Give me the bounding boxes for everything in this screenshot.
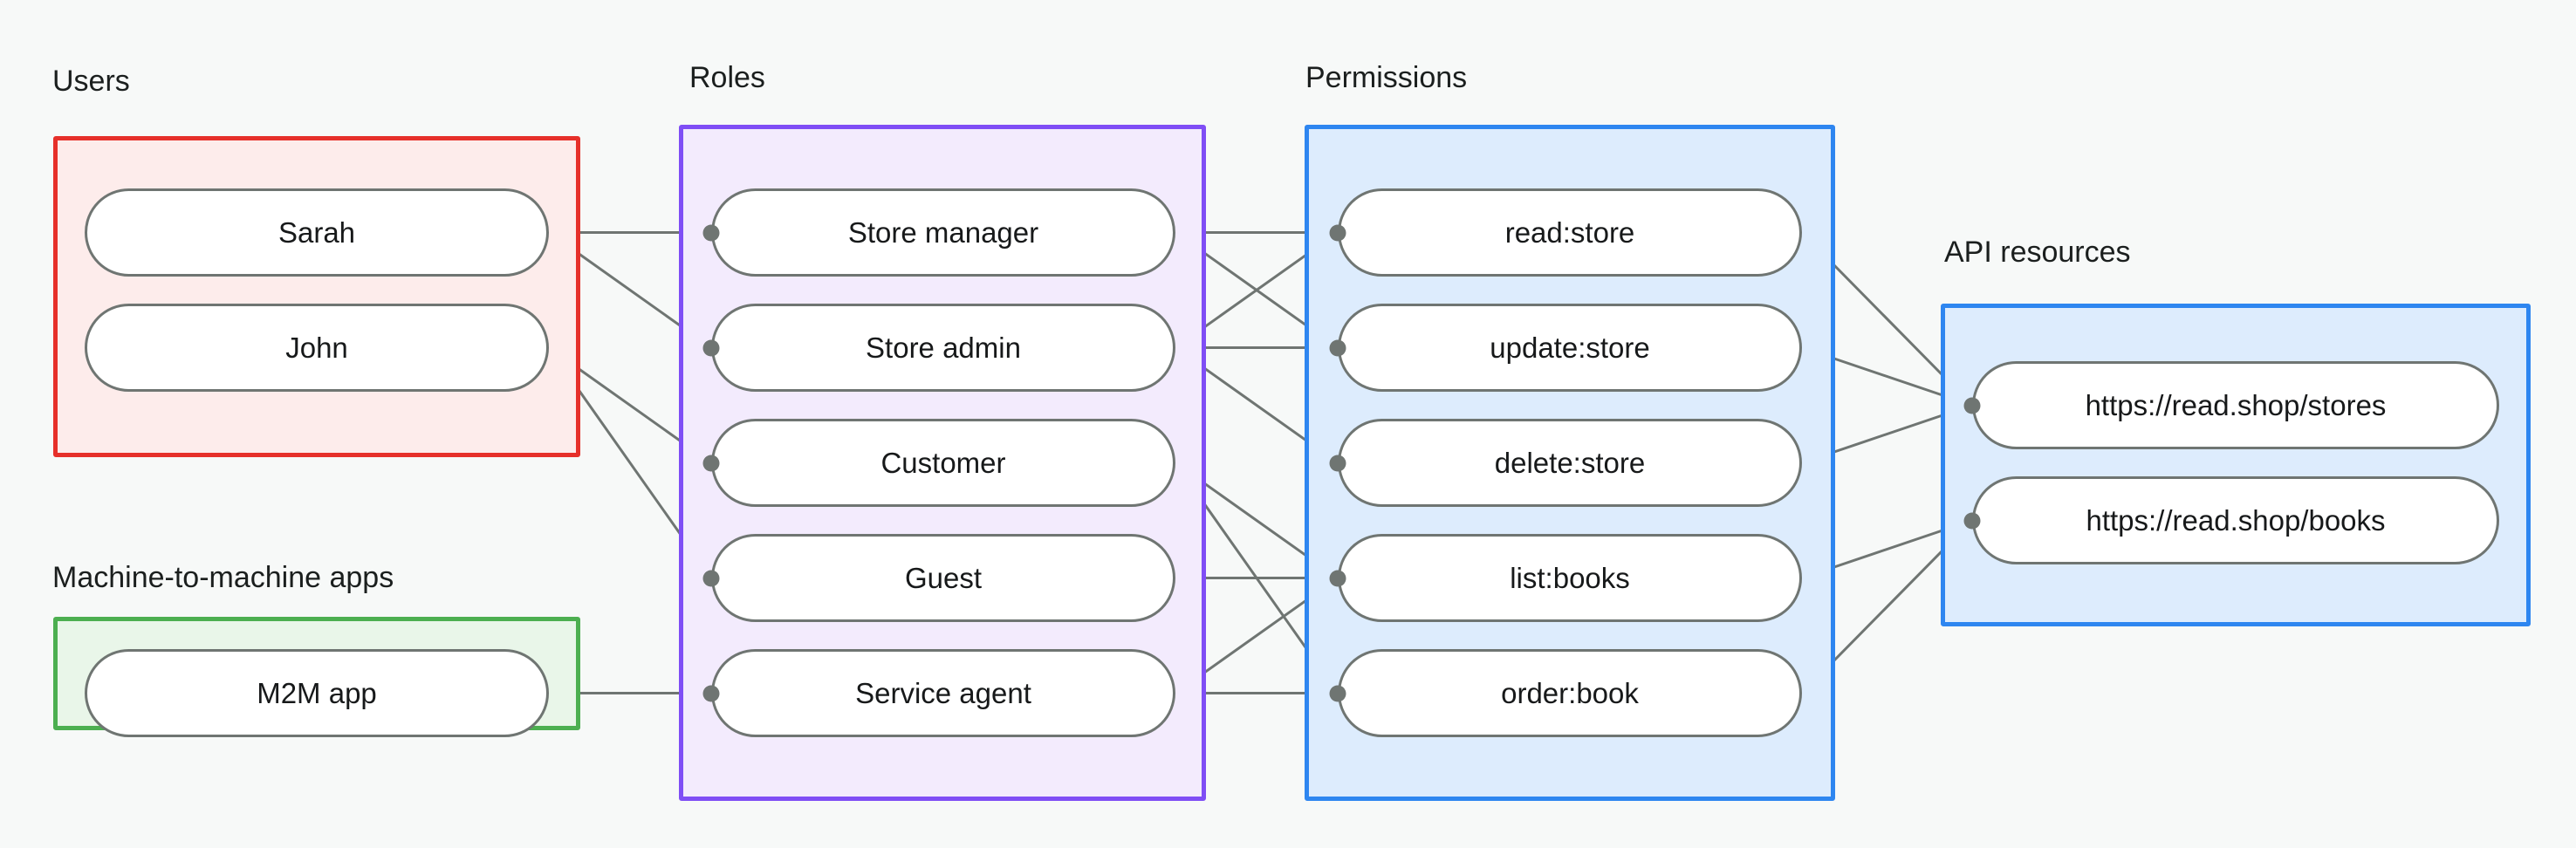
node-guest[interactable]: Guest (711, 534, 1175, 622)
port-dot-read_store (1329, 224, 1346, 241)
port-dot-guest (702, 570, 720, 586)
node-store_admin[interactable]: Store admin (711, 304, 1175, 392)
node-john[interactable]: John (85, 304, 549, 392)
port-dot-service_agent (702, 685, 720, 701)
port-dot-list_books (1329, 570, 1346, 586)
group-label-permissions: Permissions (1305, 61, 1468, 94)
node-order_book[interactable]: order:book (1338, 649, 1802, 737)
node-res_stores[interactable]: https://read.shop/stores (1972, 361, 2499, 449)
port-dot-res_books (1963, 512, 1981, 529)
node-read_store[interactable]: read:store (1338, 188, 1802, 277)
node-m2mapp[interactable]: M2M app (85, 649, 549, 737)
node-list_books[interactable]: list:books (1338, 534, 1802, 622)
node-delete_store[interactable]: delete:store (1338, 419, 1802, 507)
node-sarah[interactable]: Sarah (85, 188, 549, 277)
port-dot-store_admin (702, 339, 720, 356)
port-dot-store_manager (702, 224, 720, 241)
group-label-api: API resources (1944, 236, 2131, 269)
port-dot-res_stores (1963, 397, 1981, 414)
group-label-roles: Roles (689, 61, 765, 94)
port-dot-order_book (1329, 685, 1346, 701)
group-label-users: Users (52, 65, 130, 98)
node-customer[interactable]: Customer (711, 419, 1175, 507)
group-box-users (53, 136, 580, 457)
node-service_agent[interactable]: Service agent (711, 649, 1175, 737)
port-dot-update_store (1329, 339, 1346, 356)
group-box-api (1941, 304, 2531, 626)
node-res_books[interactable]: https://read.shop/books (1972, 476, 2499, 564)
port-dot-delete_store (1329, 455, 1346, 471)
port-dot-customer (702, 455, 720, 471)
node-store_manager[interactable]: Store manager (711, 188, 1175, 277)
group-label-m2m: Machine-to-machine apps (52, 561, 394, 594)
node-update_store[interactable]: update:store (1338, 304, 1802, 392)
